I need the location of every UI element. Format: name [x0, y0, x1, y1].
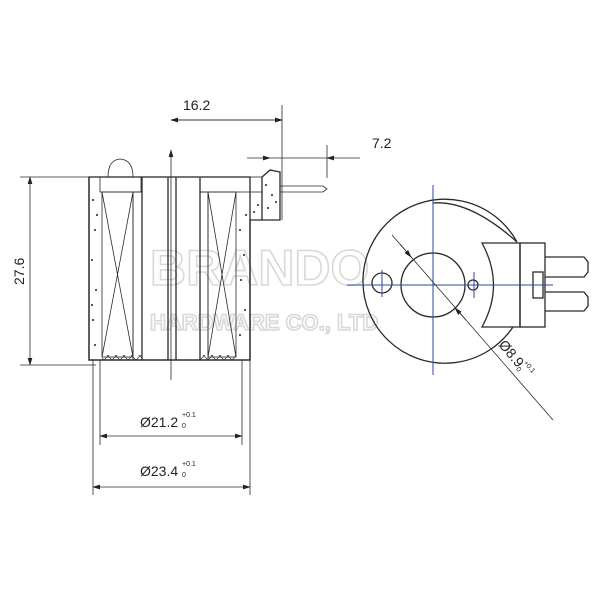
- tol-upper: +0.1: [182, 461, 196, 468]
- dim-width-top: 16.2: [183, 97, 210, 113]
- dim-height: 27.6: [11, 258, 27, 285]
- tol-upper: +0.1: [522, 360, 536, 375]
- tol-lower: 0: [182, 472, 186, 479]
- dim-bore-diameter: Ø8.9: [496, 337, 528, 371]
- tol-upper: +0.1: [182, 412, 196, 419]
- dimension-lines: [20, 105, 360, 495]
- dim-outer-diameter: Ø23.4: [140, 463, 178, 479]
- side-section-view: [88, 158, 328, 361]
- coil-outline: [362, 198, 518, 364]
- tol-lower: 0: [182, 423, 186, 430]
- end-view: [347, 185, 589, 421]
- dim-terminal-offset: 7.2: [372, 135, 392, 151]
- watermark-brand: BRANDO: [150, 240, 369, 296]
- potting-dots: [91, 184, 277, 346]
- dim-inner-diameter: Ø21.2: [140, 414, 178, 430]
- watermark: BRANDO HARDWARE CO., LTD: [149, 239, 379, 336]
- terminal-pin: [280, 185, 328, 193]
- dim-bore-diameter-group: Ø8.9 +0.1 0: [496, 337, 536, 375]
- watermark-company: HARDWARE CO., LTD: [150, 310, 378, 335]
- tol-lower: 0: [514, 366, 522, 374]
